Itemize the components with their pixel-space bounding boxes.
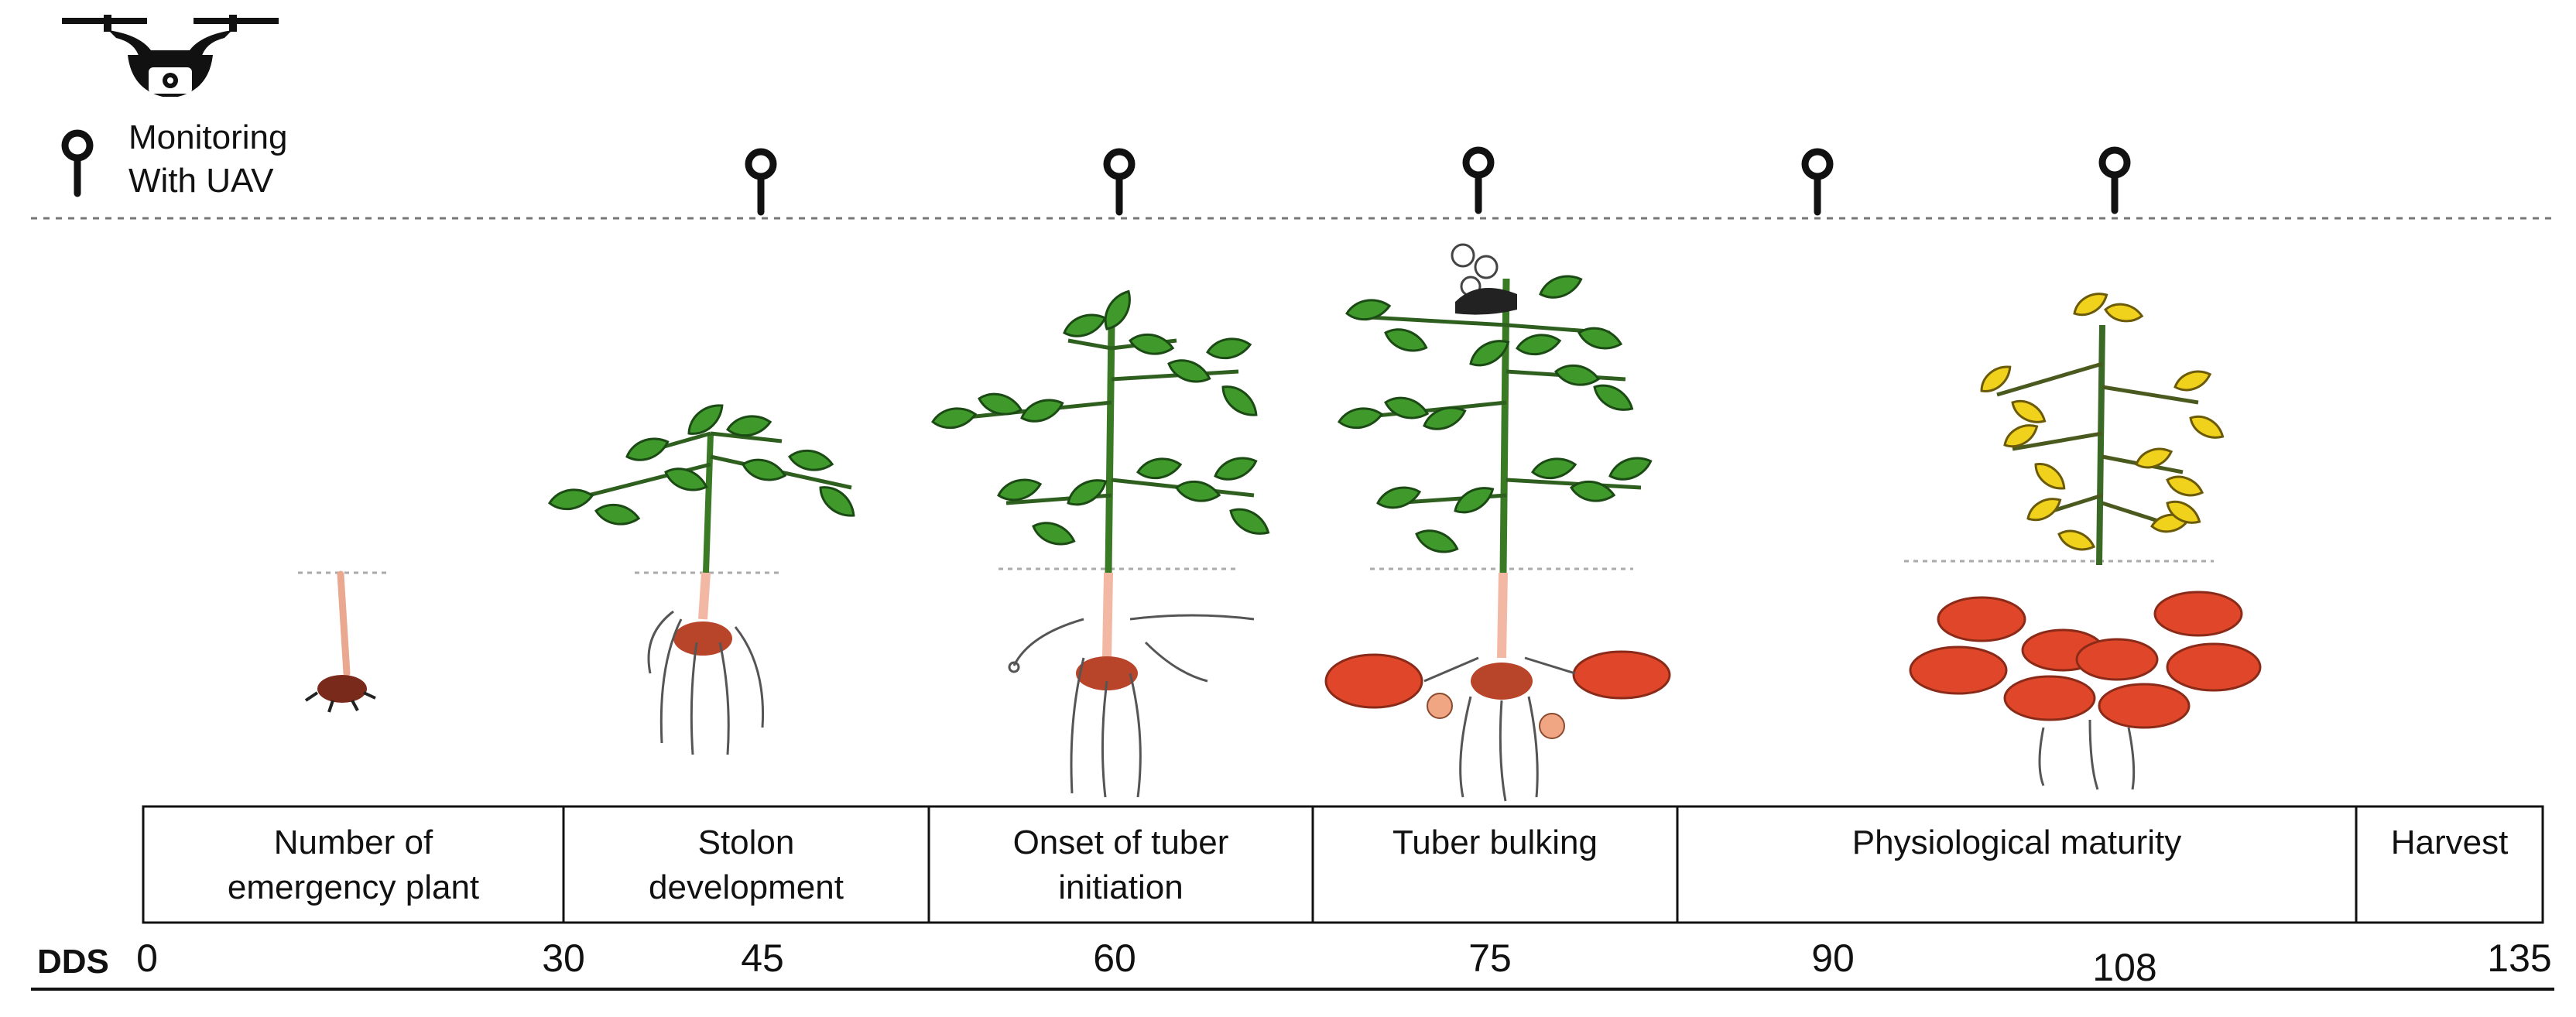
stage-stolon-line1: Stolon [697, 824, 795, 861]
dds-tick: 135 [2487, 937, 2552, 980]
drone-camera-icon [62, 15, 279, 97]
plant-stolon [546, 397, 862, 755]
stage-maturity-line1: Physiological maturity [1852, 824, 2182, 861]
stage-harvest-line1: Harvest [2390, 824, 2509, 861]
dds-tick: 90 [1811, 937, 1855, 980]
map-pin-icon [2102, 150, 2127, 211]
map-pin-icon [65, 133, 90, 193]
stage-stolon: Stolon development [564, 820, 929, 910]
dds-tick: 108 [2092, 946, 2157, 989]
stage-stolon-line2: development [649, 868, 844, 906]
stage-maturity: Physiological maturity [1677, 820, 2356, 865]
stage-table [142, 805, 2544, 924]
plant-tuber-initiation [930, 286, 1274, 798]
stage-emergence-line1: Number of [273, 824, 433, 861]
map-pin-icon [1466, 150, 1491, 211]
dds-tick: 75 [1468, 937, 1512, 980]
dds-tick: 60 [1093, 937, 1136, 980]
stage-tuber-initiation: Onset of tuber initiation [929, 820, 1313, 910]
plant-emergence [304, 570, 376, 713]
plant-maturity [1909, 286, 2262, 790]
dds-tick: 0 [136, 937, 158, 980]
plant-tuber-bulking [1324, 243, 1671, 802]
map-pin-icon [748, 152, 773, 212]
stage-tuber-bulking-line1: Tuber bulking [1392, 824, 1598, 861]
dds-tick: 30 [542, 937, 585, 980]
dds-axis-label: DDS [37, 943, 109, 981]
map-pin-icon [1805, 152, 1830, 212]
legend-label-line1: Monitoring [128, 118, 288, 156]
stage-harvest: Harvest [2356, 820, 2543, 865]
stage-tuber-bulking: Tuber bulking [1313, 820, 1677, 865]
legend-label-line2: With UAV [128, 162, 274, 200]
stage-tuber-initiation-line2: initiation [1058, 868, 1184, 906]
stage-emergence: Number of emergency plant [143, 820, 564, 910]
stage-emergence-line2: emergency plant [227, 868, 480, 906]
legend-label: Monitoring With UAV [128, 116, 287, 203]
stage-tuber-initiation-line1: Onset of tuber [1012, 824, 1229, 861]
dds-tick: 45 [741, 937, 784, 980]
map-pin-icon [1107, 152, 1132, 212]
